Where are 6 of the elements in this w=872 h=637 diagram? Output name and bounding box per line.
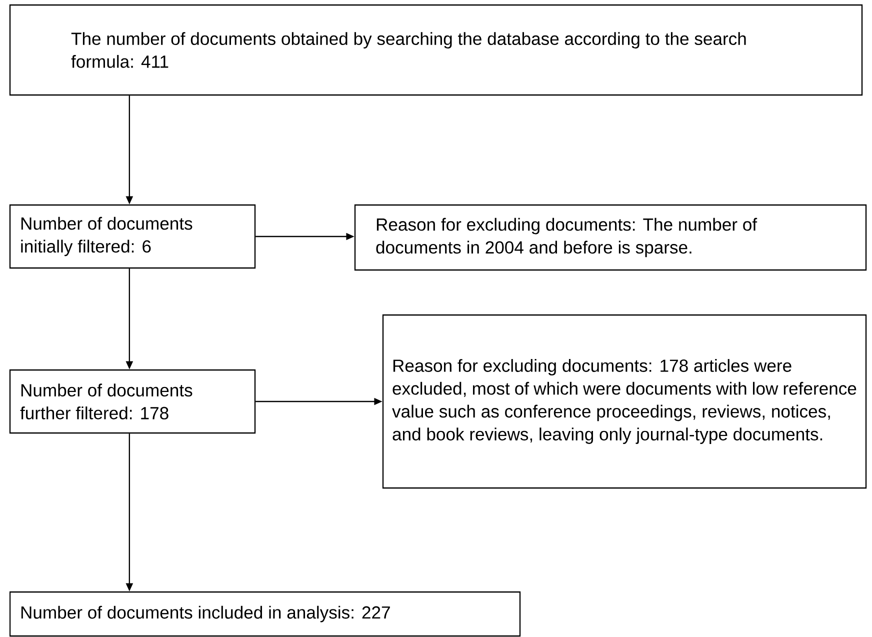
process-box: Reason for excluding documents: The number of documents in 2004 and before is sparse. [354, 204, 867, 271]
process-box: Number of documents included in analysis: 227 [9, 591, 521, 637]
process-box: Number of documents further filtered: 178 [9, 369, 256, 434]
process-box: The number of documents obtained by searching the database according to the search formula: 411 [9, 4, 863, 96]
process-box: Number of documents initially filtered: 6 [9, 204, 256, 269]
process-box: Reason for excluding documents: 178 articles were excluded, most of which were documents with low reference value such as conference proceedings, reviews, notices, and book reviews, leaving only journal-type documents. [382, 314, 867, 489]
